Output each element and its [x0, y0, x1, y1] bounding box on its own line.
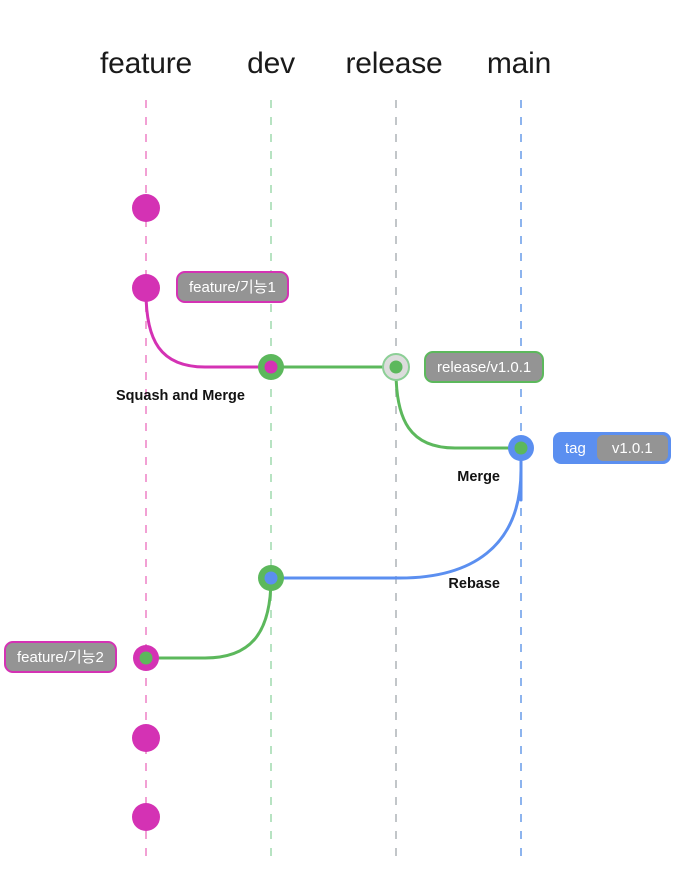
- branch-badge-feature-1[interactable]: feature/기능1: [176, 271, 289, 303]
- lane-title-main: main: [486, 47, 552, 80]
- tag-badge-value: v1.0.1: [596, 435, 668, 461]
- tag-badge-key: tag: [565, 439, 586, 457]
- annotation-merge: Merge: [457, 469, 500, 485]
- edge-feature2-to-dev: [144, 576, 273, 660]
- edge-squash-and-merge: [144, 290, 273, 369]
- commit-node-feature-1[interactable]: [132, 194, 160, 222]
- commit-node-feature-2[interactable]: [132, 274, 160, 302]
- branch-badge-feature-2[interactable]: feature/기능2: [4, 641, 117, 673]
- commit-node-main-merge-inner: [514, 441, 528, 455]
- commit-node-feature-3-inner: [139, 651, 153, 665]
- commit-node-feature-5[interactable]: [132, 803, 160, 831]
- tag-badge[interactable]: tag v1.0.1: [553, 432, 671, 464]
- annotation-squash-and-merge: Squash and Merge: [116, 388, 245, 404]
- edge-release-to-main: [394, 369, 523, 450]
- lane-title-dev: dev: [247, 47, 295, 80]
- edge-rebase: [269, 468, 523, 580]
- branch-edges: [144, 290, 523, 660]
- commit-node-release-cut-inner: [389, 360, 403, 374]
- lane-title-release: release: [345, 47, 443, 80]
- branch-badge-release[interactable]: release/v1.0.1: [424, 351, 545, 383]
- commit-node-feature-4[interactable]: [132, 724, 160, 752]
- commit-node-dev-squash-inner: [264, 360, 278, 374]
- lane-title-feature: feature: [100, 47, 192, 80]
- commit-nodes: [132, 194, 534, 831]
- commit-node-dev-rebase-inner: [264, 571, 278, 585]
- annotation-rebase: Rebase: [448, 576, 500, 592]
